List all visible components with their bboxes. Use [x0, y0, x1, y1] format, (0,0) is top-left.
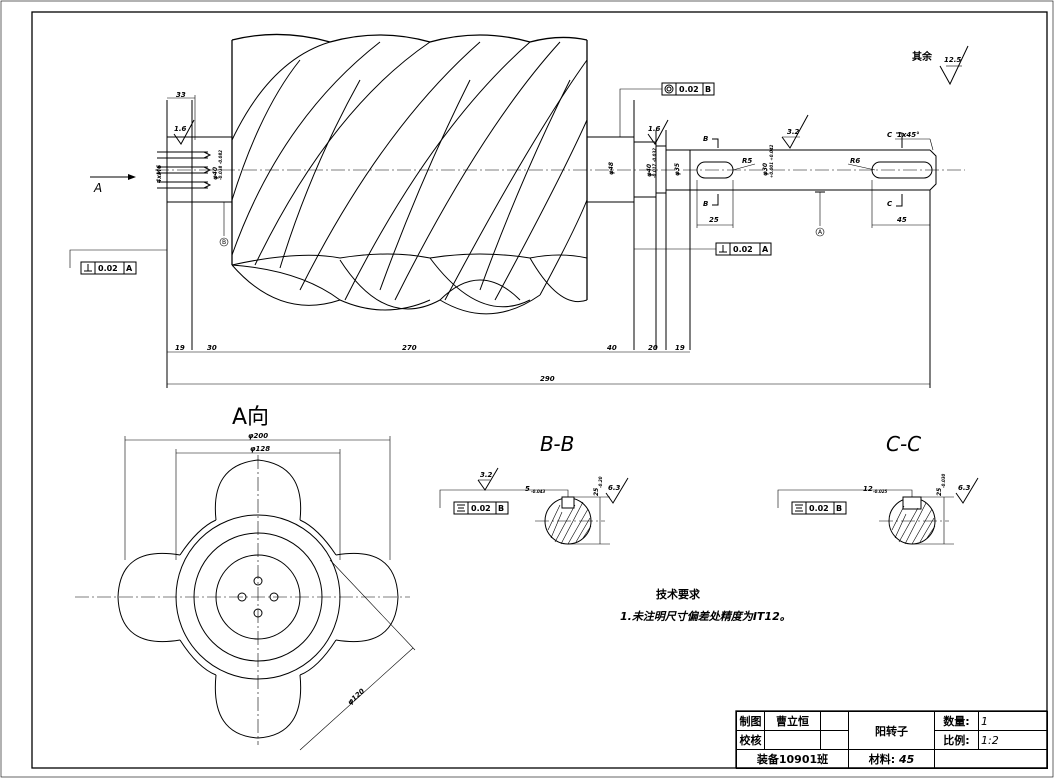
tol-sym-b-value: 0.02 [471, 504, 491, 513]
datum-a-marker: A [818, 229, 823, 236]
dim-phi200: φ200 [248, 432, 268, 440]
dim-phi128: φ128 [250, 445, 270, 453]
dim-19-left: 19 [175, 344, 185, 352]
material-label: 材料: [868, 753, 896, 766]
dim-25: 25 [709, 216, 719, 224]
dim-key-c-tol: -0.025 [873, 489, 888, 494]
part-name: 阳转子 [848, 711, 935, 750]
dim-phi40-left: φ40 [212, 167, 219, 180]
tol-sym-b-datum: B [498, 504, 504, 513]
roughness-1-6-left: 1.6 [174, 125, 187, 133]
section-b-title: B-B [540, 432, 574, 456]
dim-45: 45 [897, 216, 907, 224]
dim-19-right: 19 [675, 344, 685, 352]
dim-key-b-depth: 25 [593, 488, 600, 496]
dim-phi48: φ48 [608, 162, 615, 175]
notes-item-1: 1.未注明尺寸偏差处精度为IT12。 [620, 610, 791, 623]
tol-coax-datum: B [705, 85, 711, 94]
roughness-3-2-shaft: 3.2 [787, 128, 800, 136]
main-dimensions: 33 19 30 270 40 20 19 290 25 45 R5 R6 1x… [90, 91, 934, 385]
tol-perp-left-datum: A [126, 264, 133, 273]
main-view [155, 33, 965, 388]
dim-30: 30 [207, 344, 217, 352]
dim-phi30-tol: +0.001 +0.042 [769, 144, 774, 178]
view-arrow-a: A [93, 181, 102, 195]
roughness-6-3-b: 6.3 [608, 484, 621, 492]
dim-phi40: φ40 [646, 164, 653, 177]
tol-perp-left-value: 0.02 [98, 264, 118, 273]
roughness-other-label: 其余 [912, 50, 933, 63]
a-view-title: A向 [232, 405, 269, 430]
section-c-c: C-C 12 -0.025 25 -0.030 6.3 0.02 B [777, 432, 979, 545]
dim-r6: R6 [850, 157, 860, 165]
dim-270: 270 [402, 344, 417, 352]
tolerance-frames: 0.02 B 0.02 A 0.02 A A B [69, 82, 825, 275]
dim-chamfer: 1x45° [897, 131, 920, 139]
a-view: A向 φ200 φ128 φ120 [75, 405, 416, 751]
roughness-6-3-c: 6.3 [958, 484, 971, 492]
roughness-symbols: 其余 12.5 1.6 1.6 3.2 [173, 45, 969, 149]
title-block: 制图 曹立恒 阳转子 数量: 1 校核 比例: 1:2 装备10901班 材料:… [736, 711, 1048, 769]
checked-label: 校核 [736, 730, 765, 750]
section-b-bottom: B [703, 200, 708, 208]
scale-label: 比例: [934, 730, 979, 750]
dim-key-b-depth-tol: -0.20 [598, 476, 603, 488]
qty-label: 数量: [934, 711, 979, 731]
tol-perp-right-value: 0.02 [733, 245, 753, 254]
drawing-frame [31, 11, 1048, 769]
dim-290: 290 [540, 375, 555, 383]
section-c-top: C [887, 131, 893, 139]
scale-value: 1:2 [978, 730, 1048, 750]
dim-key-b: 5 [525, 485, 530, 493]
section-c-bottom: C [887, 200, 893, 208]
dim-phi30: φ30 [762, 163, 769, 176]
datum-b-marker: B [222, 239, 226, 246]
dim-key-c: 12 [863, 485, 873, 493]
dim-phi40-tol: -0.017 -0.032 [652, 148, 657, 178]
material-value: 45 [898, 753, 915, 766]
dim-phi35: φ35 [674, 163, 681, 176]
dim-key-b-tol: -0.043 [531, 489, 546, 494]
qty-value: 1 [978, 711, 1048, 731]
tol-sym-c-value: 0.02 [809, 504, 829, 513]
tol-sym-c-datum: B [836, 504, 842, 513]
class-name: 装备10901班 [736, 749, 849, 769]
dim-phi40-left-tol: -0.038 -0.082 [218, 150, 223, 180]
tol-perp-right-datum: A [762, 245, 769, 254]
roughness-3-2-b: 3.2 [480, 471, 493, 479]
roughness-other-value: 12.5 [944, 56, 961, 64]
dim-key-c-depth: 25 [936, 488, 943, 496]
dim-40: 40 [607, 344, 617, 352]
section-b-top: B [703, 135, 708, 143]
dim-r5: R5 [742, 157, 752, 165]
dim-phi120: φ120 [346, 687, 366, 706]
dim-key-c-depth-tol: -0.030 [941, 473, 946, 488]
technical-requirements: 技术要求 1.未注明尺寸偏差处精度为IT12。 [620, 584, 791, 628]
dim-20: 20 [648, 344, 658, 352]
drawn-name: 曹立恒 [764, 711, 821, 731]
notes-heading: 技术要求 [656, 588, 700, 601]
tol-coax-value: 0.02 [679, 85, 699, 94]
dim-33: 33 [176, 91, 186, 99]
section-b-b: B-B 5 -0.043 25 -0.20 3.2 6.3 0.02 B [439, 432, 629, 545]
drawn-label: 制图 [736, 711, 765, 731]
section-c-title: C-C [886, 432, 921, 456]
roughness-1-6-right: 1.6 [648, 125, 661, 133]
dim-thread: 4xM6 [156, 165, 163, 183]
